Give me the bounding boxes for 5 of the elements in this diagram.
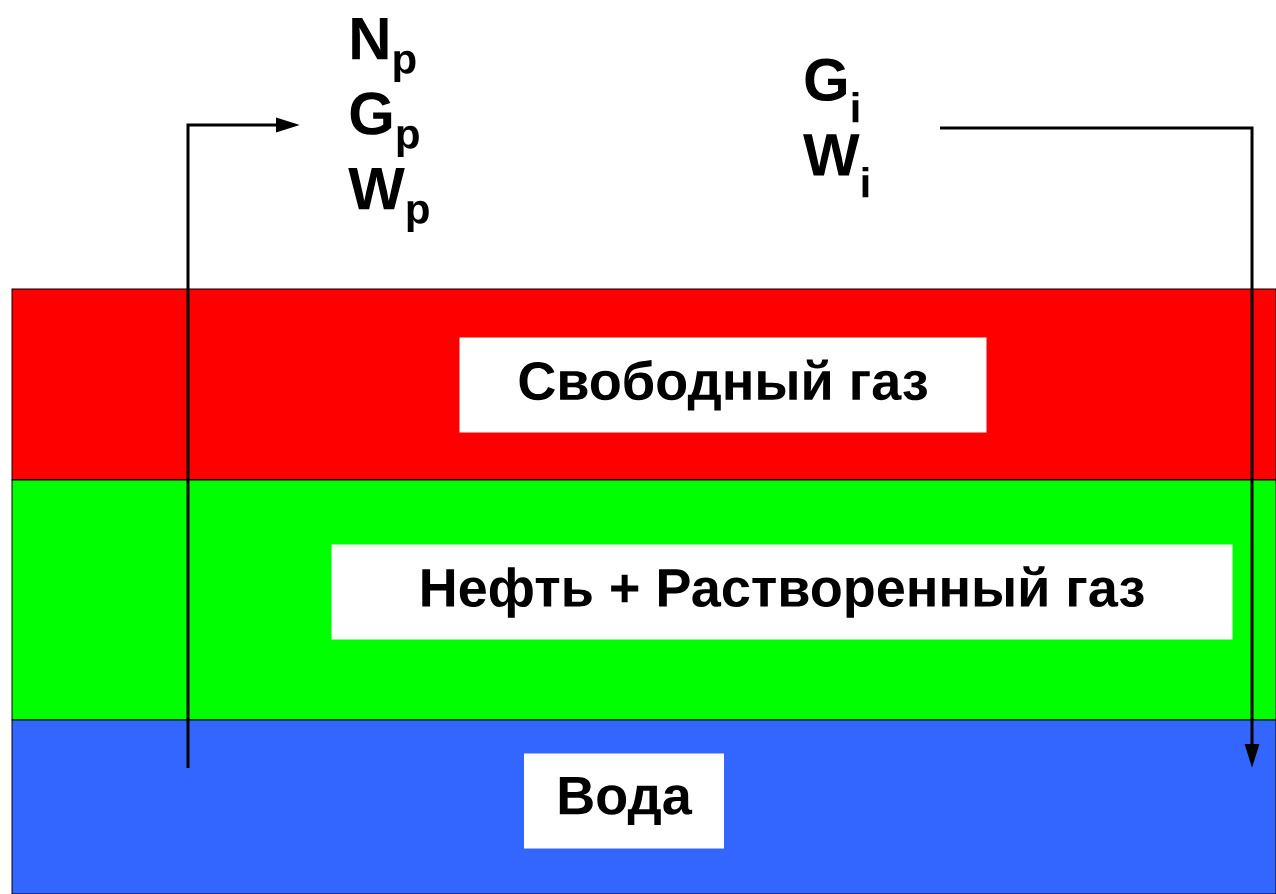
- label-box: Вода: [524, 753, 724, 849]
- label-box: Свободный газ: [459, 337, 987, 433]
- symbol-stack: G$_{i}$ W$_{i}$: [803, 58, 869, 198]
- label-box: Нефть + Растворенный газ: [331, 544, 1233, 640]
- symbol-stack: N$_{p}$ G$_{p}$ W$_{p}$: [348, 17, 429, 233]
